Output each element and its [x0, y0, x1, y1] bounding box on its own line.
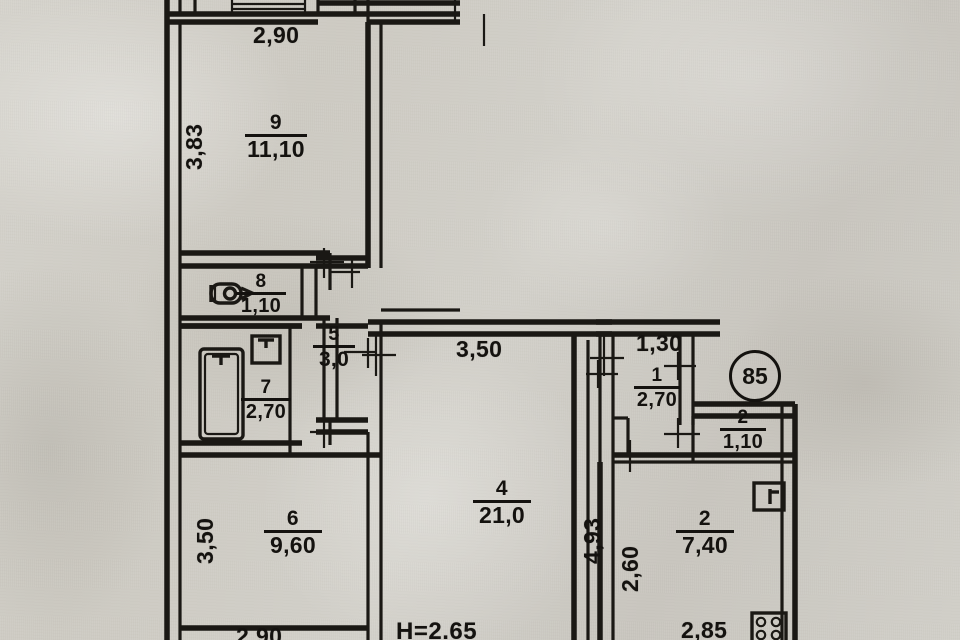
dimension-room6-width: 2,90	[236, 623, 283, 640]
room-label-2-closet: 2 1,10	[714, 408, 772, 452]
room-6-walls	[180, 432, 383, 640]
room-4-area: 21,0	[479, 501, 525, 528]
room-2-kitchen-area: 7,40	[682, 531, 728, 558]
room-label-2-kitchen: 2 7,40	[663, 508, 747, 557]
room-8-number: 8	[255, 271, 267, 292]
bathtub-fixture-glyph	[198, 347, 245, 441]
dimension-top-room9-width: 2,90	[253, 22, 300, 48]
room-2-kitchen-rule	[676, 530, 734, 533]
room-4-walls	[379, 334, 590, 640]
room-8-area: 1,10	[240, 294, 282, 317]
kitchen-sink-fixture-glyph	[752, 481, 786, 512]
room-label-1: 1 2,70	[628, 366, 686, 410]
room-1-walls	[586, 319, 720, 472]
room-label-4: 4 21,0	[463, 478, 541, 527]
room-7-rule	[241, 398, 291, 401]
room-2-closet-number: 2	[737, 407, 749, 428]
room-2-kitchen-walls	[597, 462, 788, 640]
room-6-rule	[264, 530, 322, 533]
kitchen-stove-fixture-glyph	[750, 611, 788, 640]
exterior-wall-left	[164, 0, 182, 640]
room-6-number: 6	[286, 507, 300, 530]
room-1-area: 2,70	[636, 388, 678, 411]
room-label-6: 6 9,60	[251, 508, 335, 557]
room-label-5: 5 3,0	[308, 324, 360, 370]
room-8-rule	[236, 292, 286, 295]
room-7-area: 2,70	[245, 400, 287, 423]
room-label-7: 7 2,70	[233, 378, 299, 422]
room-label-8: 8 1,10	[229, 272, 293, 316]
room-2-closet-area: 1,10	[722, 430, 764, 453]
room-2-kitchen-number: 2	[698, 507, 712, 530]
dimension-room6-height: 3,50	[192, 517, 218, 564]
room-4-rule	[473, 500, 531, 503]
apartment-number-badge: 85	[729, 350, 781, 402]
room-5-rule	[313, 345, 355, 348]
dimension-kitchen-height: 2,60	[617, 545, 643, 592]
room-5-area: 3,0	[318, 347, 350, 371]
dimension-hall-width: 1,30	[636, 330, 683, 356]
room-5-number: 5	[328, 323, 340, 345]
room-9-area: 11,10	[247, 135, 305, 162]
room-2-closet-rule	[720, 428, 766, 431]
dimension-kitchen-width: 2,85	[681, 617, 728, 640]
dimension-corridor-width: 3,50	[456, 336, 503, 362]
room-label-9: 9 11,10	[232, 112, 320, 161]
room-4-number: 4	[495, 477, 509, 500]
ceiling-height-note: H=2.65	[396, 618, 478, 640]
room-6-area: 9,60	[270, 531, 316, 558]
dimension-room9-height: 3,83	[181, 123, 207, 170]
washbasin-fixture-glyph	[250, 334, 282, 365]
room-9-rule	[245, 134, 307, 137]
room-9-number: 9	[269, 111, 283, 134]
balcony-window-band	[168, 0, 460, 25]
room-7-number: 7	[260, 377, 272, 398]
room-1-number: 1	[651, 365, 663, 386]
dimension-living-height: 4,93	[579, 517, 605, 564]
dimension-ticks	[310, 0, 486, 448]
room-2-closet-walls	[691, 401, 798, 640]
room-1-rule	[634, 386, 680, 389]
